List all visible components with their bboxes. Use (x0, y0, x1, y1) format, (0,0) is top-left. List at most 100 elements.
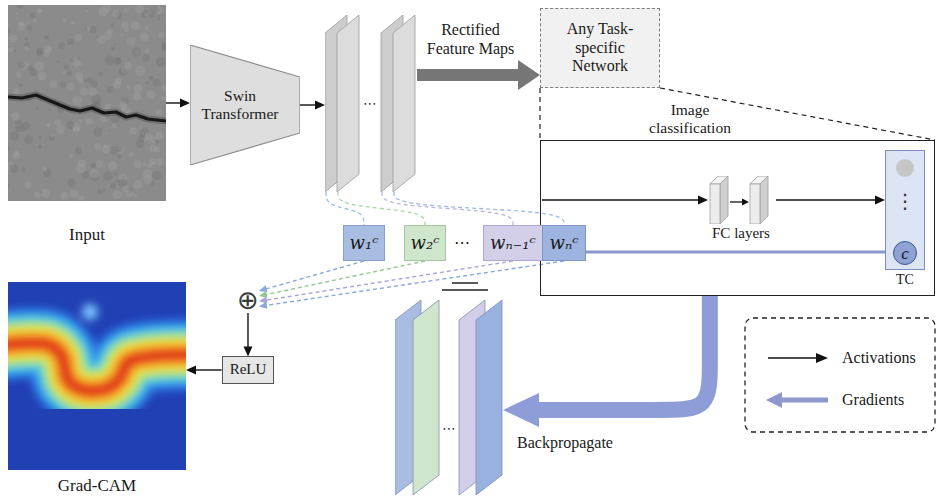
grain-dot (143, 163, 147, 167)
grain-dot (75, 147, 82, 154)
grain-dot (132, 176, 135, 179)
stack-ellipsis: ⋯ (442, 421, 456, 435)
grain-dot (121, 66, 128, 73)
grain-dot (156, 109, 163, 116)
heat-layer (8, 343, 186, 391)
grain-dot (8, 28, 11, 33)
grain-dot (85, 10, 88, 13)
weights-ellipsis: ⋯ (454, 234, 470, 252)
grain-dot (120, 34, 123, 37)
grain-dot (67, 70, 72, 75)
grain-dot (98, 189, 102, 193)
arrow-head (259, 302, 267, 309)
connector (259, 261, 564, 309)
grain-dot (24, 37, 28, 41)
grain-dot (122, 186, 129, 193)
grain-dot (94, 143, 101, 150)
connector-line (338, 192, 425, 225)
stack-ellipsis: ⋯ (363, 96, 377, 110)
arrow-head (186, 366, 196, 375)
slab-front (710, 184, 720, 224)
grain-dot (156, 132, 164, 140)
grain-dot (49, 80, 57, 88)
grain-dot (10, 131, 20, 141)
grain-dot (9, 114, 11, 116)
grain-dot (115, 78, 122, 85)
legend-box (745, 318, 935, 432)
grain-dot (91, 163, 96, 168)
backbone-label: Swin Transformer (194, 87, 286, 123)
grain-dot (127, 85, 131, 89)
grain-dot (14, 150, 19, 155)
grain-dot (38, 135, 42, 139)
grain-dot (85, 28, 88, 31)
grain-dot (46, 123, 51, 128)
grain-dot (101, 127, 103, 129)
grain-dot (127, 58, 129, 60)
grain-dot (145, 49, 150, 54)
crack-photo (8, 5, 166, 201)
connector (166, 99, 190, 108)
grain-dot (156, 158, 163, 165)
fc-layer-slab (750, 176, 768, 224)
connector-label: Rectified Feature Maps (423, 21, 519, 58)
grain-dot (157, 11, 160, 14)
heat-layer (8, 343, 186, 391)
connector (394, 192, 564, 225)
grain-dot (70, 58, 75, 63)
grain-dot (53, 133, 56, 136)
grain-dot (152, 171, 162, 181)
connector-line (166, 102, 182, 103)
fc-input-head (698, 196, 708, 205)
grain-dot (124, 8, 128, 12)
grain-dot (40, 191, 43, 194)
grain-dot (24, 46, 29, 51)
legend-label: Activations (842, 349, 916, 367)
grain-dot (105, 103, 111, 109)
grain-dot (133, 180, 142, 189)
grain-dot (34, 61, 44, 71)
vertical-ellipsis: ⋮ (886, 191, 924, 211)
weight-box: wₙᶜ (542, 225, 585, 261)
class-tag: TC (885, 272, 925, 288)
grain-dot (161, 84, 166, 91)
grain-dot (133, 92, 141, 100)
grain-dot (79, 120, 82, 123)
relu-label: ReLU (230, 361, 267, 378)
average-bar (442, 289, 488, 291)
grain-dot (38, 145, 42, 149)
grain-dot (14, 120, 23, 129)
grain-dot (66, 120, 75, 129)
connector-line (266, 261, 425, 295)
grain-dot (38, 10, 41, 13)
arrow-head (243, 346, 252, 356)
grain-dot (22, 122, 30, 130)
connector (259, 261, 513, 304)
grain-dot (79, 195, 85, 201)
grain-dot (79, 62, 83, 66)
grain-dot (99, 7, 108, 16)
grain-dot (57, 61, 60, 64)
legend-gradient-head (766, 392, 782, 408)
grain-dot (67, 38, 74, 45)
grain-dot (76, 163, 86, 173)
grain-dot (149, 76, 154, 81)
grain-dot (113, 57, 121, 65)
arrow-head (315, 101, 325, 110)
crack-line (8, 95, 166, 121)
slab-side (760, 176, 768, 224)
grain-dot (97, 35, 106, 44)
heat-layer (8, 343, 186, 391)
grain-dot (150, 5, 159, 14)
connector-line (382, 192, 513, 225)
connector-line (266, 261, 564, 305)
connector-line (776, 199, 877, 200)
gradient-map-stack: ⋯ (395, 300, 503, 495)
grain-dot (62, 71, 66, 75)
connector-line (551, 251, 885, 254)
grain-dot (19, 21, 24, 26)
connector (300, 101, 325, 110)
grain-dot (145, 132, 152, 139)
connector (503, 296, 710, 427)
classification-panel (540, 140, 935, 296)
